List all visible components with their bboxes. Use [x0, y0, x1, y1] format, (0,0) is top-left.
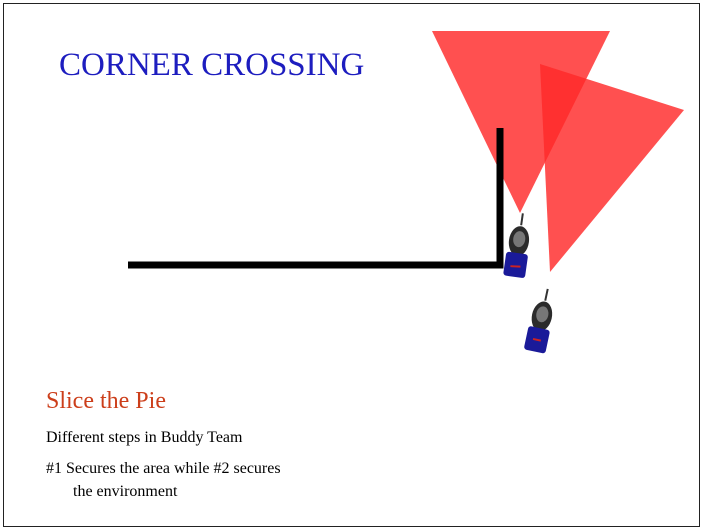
body-text-line-2: #1 Secures the area while #2 secures	[46, 460, 281, 477]
slide-title: CORNER CROSSING	[59, 47, 365, 83]
body-text-line-1: Different steps in Buddy Team	[46, 429, 243, 446]
corner-wall	[128, 128, 504, 269]
slide-subtitle: Slice the Pie	[46, 388, 166, 414]
field-of-view-cone-2	[540, 64, 684, 272]
soldier-1-icon	[503, 213, 530, 278]
soldier-2-icon	[524, 288, 553, 354]
body-text-line-3: the environment	[73, 483, 178, 500]
